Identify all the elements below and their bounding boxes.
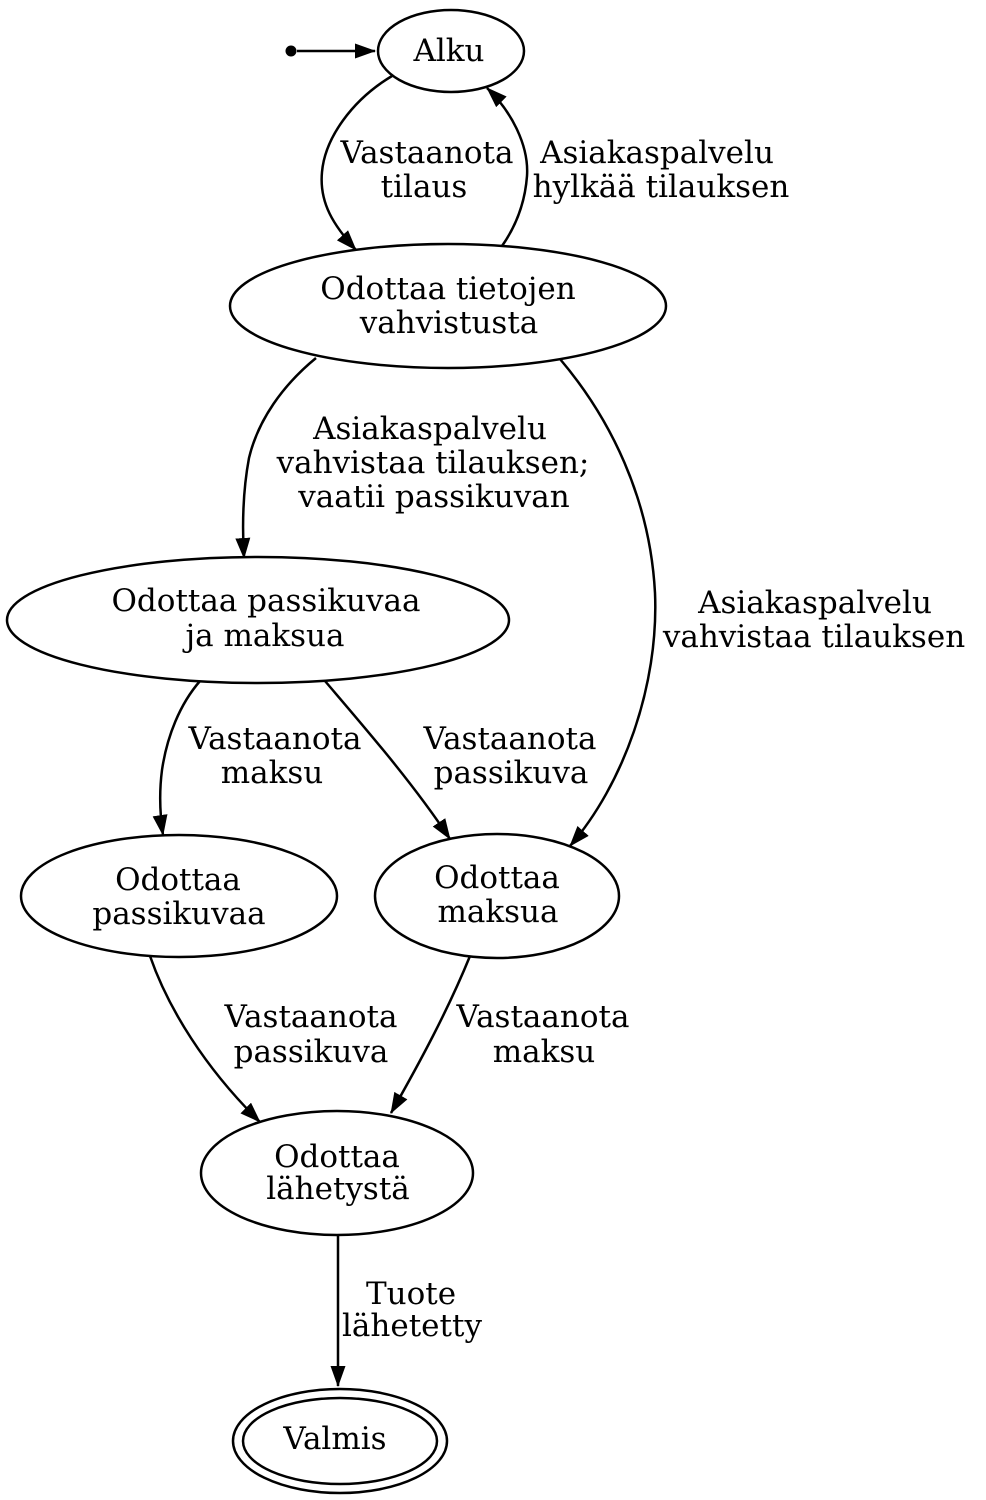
edge-label-text: maksu [221,755,324,791]
state-odottaa-passikuvaa-ja-maksua-label: ja maksua [183,618,345,654]
edge-label-text: Vastaanota [340,135,514,171]
edge-labels: Vastaanota tilaus Asiakaspalvelu hylkää … [188,135,966,1344]
state-alku-shape [376,8,526,94]
state-odottaa-passikuvaa-label: Odottaa [115,862,241,898]
state-odottaa-passikuvaa-ja-maksua-shape [5,555,511,685]
states: Alku Odottaa tietojen vahvistusta Odotta… [5,8,668,1495]
edge-label-vastaanota-passikuva-lower: Vastaanota passikuva [224,999,398,1070]
edge-label-asiakaspalvelu-vahvistaa-tilauksen: Asiakaspalvelu vahvistaa tilauksen [662,585,965,655]
edge-label-text: vaatii passikuvan [297,479,569,515]
state-odottaa-tietojen-vahvistusta-shape [228,242,668,370]
state-alku: Alku [376,8,526,94]
state-odottaa-maksua-shape [373,832,621,960]
state-odottaa-lahetysta-shape [199,1109,475,1237]
edge-passikuvaa-ja-maksua-to-odottaa-maksua [324,680,452,840]
edge-label-text: Tuote [366,1276,456,1312]
edge-label-vastaanota-maksu-upper: Vastaanota maksu [188,721,362,791]
edge-label-vastaanota-tilaus: Vastaanota tilaus [340,135,514,205]
state-odottaa-maksua: Odottaa maksua [373,832,621,960]
edge-label-text: Vastaanota [188,721,362,757]
edge-passikuvaa-ja-maksua-to-odottaa-passikuvaa [152,680,201,836]
edge-odottaa-maksua-to-odottaa-lahetysta [389,955,472,1114]
edge-alku-to-odottaa-tietojen [320,74,393,251]
edge-label-text: passikuva [234,1034,389,1070]
state-odottaa-lahetysta-label: lähetystä [266,1171,410,1207]
edge-label-text: Vastaanota [423,721,597,757]
edge-odottaa-tietojen-to-passikuvaa-ja-maksua [235,357,317,559]
edge-label-text: Asiakaspalvelu [312,411,547,447]
edge-label-text: Vastaanota [456,999,630,1035]
initial-state-dot [285,45,297,57]
edge-label-text: Asiakaspalvelu [697,585,932,621]
state-odottaa-passikuvaa: Odottaa passikuvaa [19,833,339,959]
state-valmis-label: Valmis [282,1421,386,1457]
state-odottaa-passikuvaa-label: passikuvaa [92,896,265,932]
state-alku-label: Alku [412,33,484,69]
edge-odottaa-tietojen-to-odottaa-maksua [559,358,657,847]
edge-label-text: vahvistaa tilauksen [662,619,965,655]
edge-label-text: Asiakaspalvelu [539,135,774,171]
state-valmis-inner-shape [241,1396,439,1486]
edge-label-text: maksu [493,1034,596,1070]
state-odottaa-lahetysta: Odottaa lähetystä [199,1109,475,1237]
edge-odottaa-tietojen-to-alku [486,87,529,247]
state-odottaa-lahetysta-label: Odottaa [274,1139,400,1175]
state-odottaa-tietojen-vahvistusta: Odottaa tietojen vahvistusta [228,242,668,370]
edges [148,43,657,1387]
state-odottaa-passikuvaa-shape [19,833,339,959]
edge-label-text: lähetetty [342,1308,482,1344]
state-odottaa-maksua-label: maksua [437,894,558,930]
edge-label-vastaanota-maksu-lower: Vastaanota maksu [456,999,630,1070]
state-odottaa-tietojen-vahvistusta-label: vahvistusta [359,305,539,341]
state-valmis-final: Valmis [231,1387,449,1495]
edge-label-tuote-lahetetty: Tuote lähetetty [342,1276,482,1344]
state-odottaa-maksua-label: Odottaa [434,860,560,896]
edge-label-asiakaspalvelu-hylkaa-tilauksen: Asiakaspalvelu hylkää tilauksen [533,135,790,205]
edge-label-text: hylkää tilauksen [533,169,790,205]
edge-odottaa-passikuvaa-to-odottaa-lahetysta [148,955,261,1123]
edge-label-text: Vastaanota [224,999,398,1035]
edge-label-vastaanota-passikuva-upper: Vastaanota passikuva [423,721,597,791]
edge-label-text: tilaus [381,169,468,205]
state-odottaa-passikuvaa-ja-maksua: Odottaa passikuvaa ja maksua [5,555,511,685]
edge-label-text: passikuva [434,755,589,791]
edge-label-asiakaspalvelu-vahvistaa-vaatii-passikuvan: Asiakaspalvelu vahvistaa tilauksen; vaat… [276,411,590,515]
state-odottaa-passikuvaa-ja-maksua-label: Odottaa passikuvaa [112,583,421,619]
state-odottaa-tietojen-vahvistusta-label: Odottaa tietojen [320,271,575,307]
edge-label-text: vahvistaa tilauksen; [276,445,590,481]
